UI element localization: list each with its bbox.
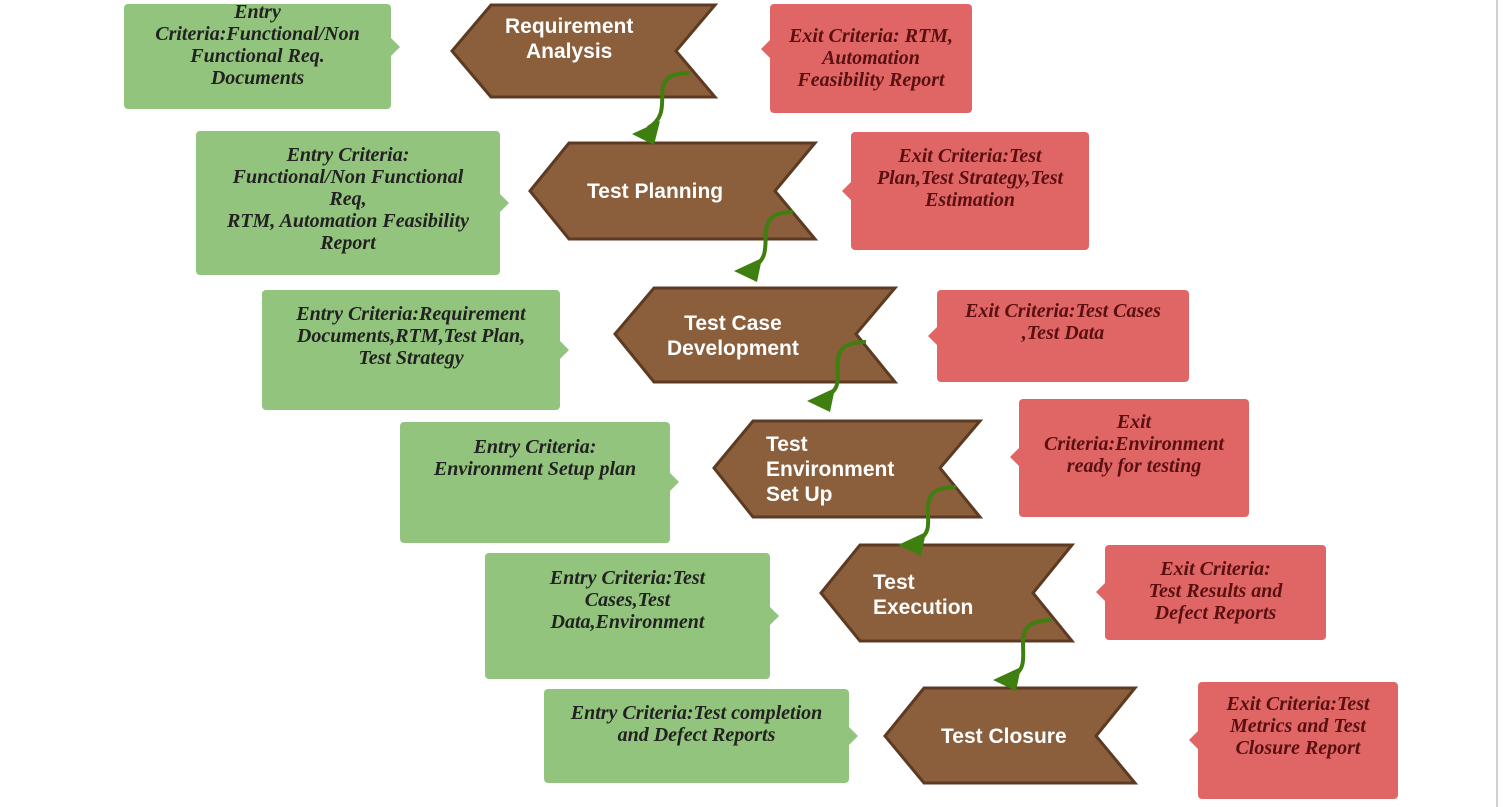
stage-3-exit-text: Exit Criteria:Test Cases ,Test Data xyxy=(965,300,1161,344)
stage-1-exit-criteria: Exit Criteria: RTM, Automation Feasibili… xyxy=(770,4,972,113)
stage-2-exit-text: Exit Criteria:Test Plan,Test Strategy,Te… xyxy=(876,145,1064,211)
stage-5-chevron xyxy=(819,543,1076,643)
stage-1-entry-criteria: Entry Criteria:Functional/Non Functional… xyxy=(124,1,391,109)
stage-5-entry-text: Entry Criteria:Test Cases,Test Data,Envi… xyxy=(549,567,706,633)
connector-1-2 xyxy=(632,71,691,145)
stage-2-exit-criteria: Exit Criteria:Test Plan,Test Strategy,Te… xyxy=(851,132,1089,250)
stage-1-chevron xyxy=(450,3,719,99)
stage-3-label: Test Case Development xyxy=(667,312,799,360)
stage-1-exit-pointer xyxy=(761,40,770,58)
page-edge-line xyxy=(1496,0,1498,807)
stage-5-entry-criteria: Entry Criteria:Test Cases,Test Data,Envi… xyxy=(485,553,770,679)
stage-6-entry-text: Entry Criteria:Test completion and Defec… xyxy=(570,702,823,746)
stage-3-chevron xyxy=(613,286,899,384)
stage-5-exit-criteria: Exit Criteria: Test Results and Defect R… xyxy=(1105,545,1326,640)
stage-1-entry-pointer xyxy=(391,38,400,56)
stage-6-entry-criteria: Entry Criteria:Test completion and Defec… xyxy=(544,689,849,783)
stage-1-label: Requirement Analysis xyxy=(505,15,634,63)
connector-2-3 xyxy=(734,210,794,282)
stage-1-exit-text: Exit Criteria: RTM, Automation Feasibili… xyxy=(789,25,953,91)
stage-6-entry-pointer xyxy=(849,727,858,745)
stage-2-label: Test Planning xyxy=(587,180,724,203)
stage-3-entry-criteria: Entry Criteria:Requirement Documents,RTM… xyxy=(262,290,560,410)
stage-4-entry-text: Entry Criteria: Environment Setup plan xyxy=(433,436,637,480)
connector-5-6 xyxy=(993,618,1053,691)
stage-2-chevron xyxy=(528,141,819,241)
stage-2-entry-criteria: Entry Criteria: Functional/Non Functiona… xyxy=(196,131,500,275)
stage-5-exit-text: Exit Criteria: Test Results and Defect R… xyxy=(1148,558,1283,624)
stage-5-label: Test Execution xyxy=(873,571,974,619)
connector-3-4 xyxy=(807,340,867,412)
connector-4-5 xyxy=(898,485,957,556)
stage-3-entry-text: Entry Criteria:Requirement Documents,RTM… xyxy=(296,303,526,369)
stage-3-exit-pointer xyxy=(928,327,937,345)
stage-2-exit-pointer xyxy=(842,182,851,200)
stage-6-exit-pointer xyxy=(1189,731,1198,749)
stage-4-exit-pointer xyxy=(1010,448,1019,466)
stage-6-exit-text: Exit Criteria:Test Metrics and Test Clos… xyxy=(1226,693,1370,759)
stage-4-entry-criteria: Entry Criteria: Environment Setup plan xyxy=(400,422,670,543)
stage-2-entry-pointer xyxy=(500,194,509,212)
stage-2-entry-text: Entry Criteria: Functional/Non Functiona… xyxy=(226,144,470,254)
stage-4-entry-pointer xyxy=(670,473,679,491)
stage-4-label: Test Environment Set Up xyxy=(766,433,895,506)
stage-3-entry-pointer xyxy=(560,341,569,359)
stage-6-exit-criteria: Exit Criteria:Test Metrics and Test Clos… xyxy=(1198,682,1398,799)
stage-6-chevron xyxy=(883,686,1139,785)
stage-5-entry-pointer xyxy=(770,607,779,625)
stage-3-exit-criteria: Exit Criteria:Test Cases ,Test Data xyxy=(937,290,1189,382)
stage-4-exit-text: Exit Criteria:Environment ready for test… xyxy=(1043,411,1225,477)
stage-4-chevron xyxy=(712,419,984,519)
stage-6-label: Test Closure xyxy=(941,725,1067,748)
stage-5-exit-pointer xyxy=(1096,583,1105,601)
stage-4-exit-criteria: Exit Criteria:Environment ready for test… xyxy=(1019,399,1249,517)
stage-1-entry-text: Entry Criteria:Functional/Non Functional… xyxy=(155,1,360,89)
